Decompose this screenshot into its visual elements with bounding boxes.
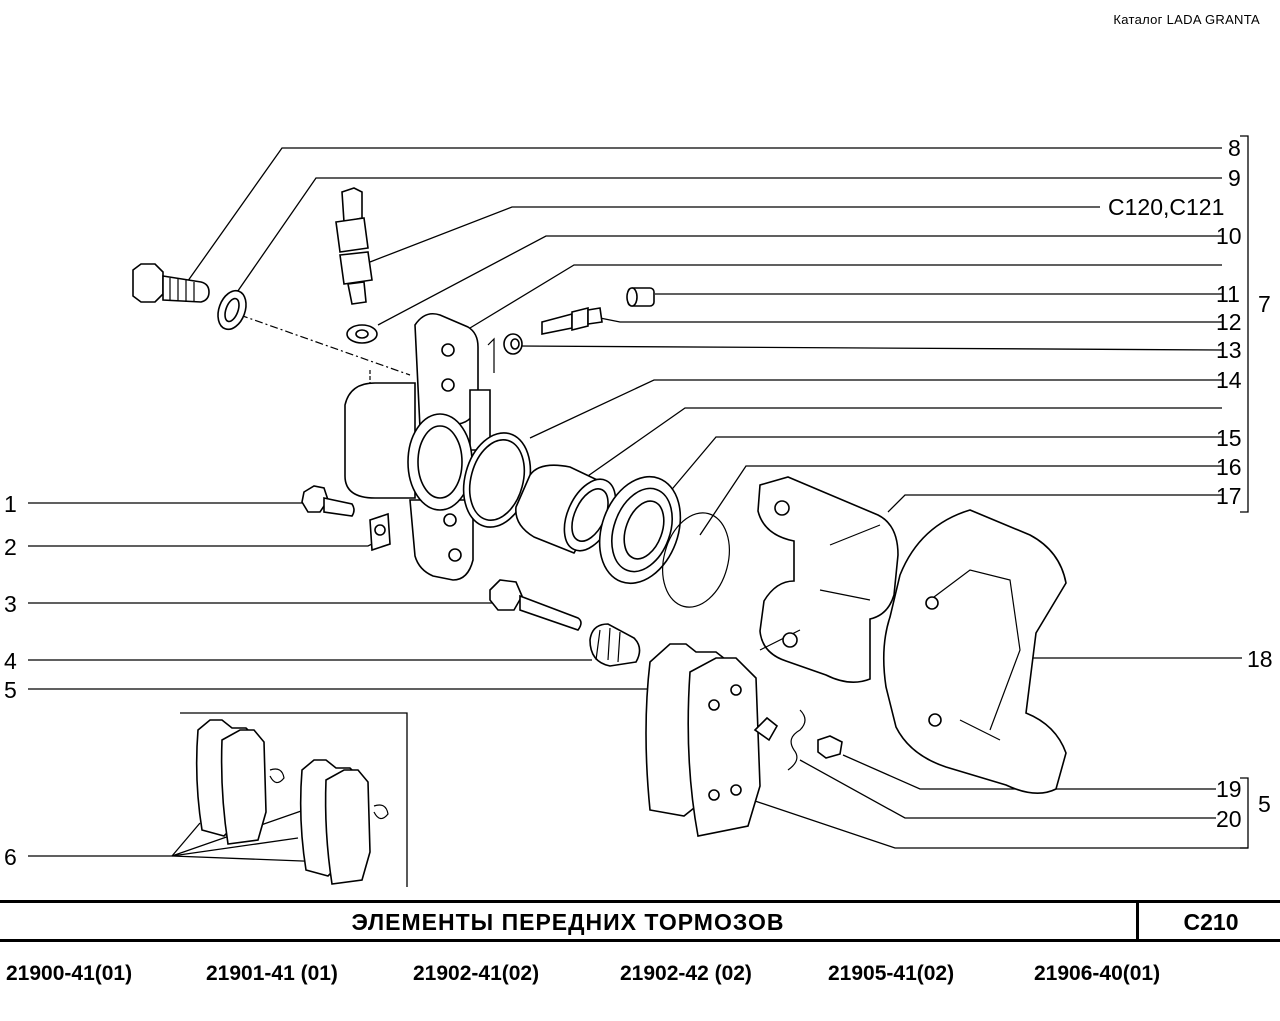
part-14-seal-ring	[462, 432, 532, 528]
model-code: 21906-40(01)	[1034, 962, 1161, 985]
part-12-bleeder	[541, 306, 603, 335]
part-8-bolt	[132, 263, 210, 303]
label-20: 20	[1216, 806, 1242, 832]
label-6: 6	[4, 844, 17, 870]
part-9-washer	[217, 289, 247, 331]
part-17-ring	[662, 512, 730, 608]
label-4: 4	[4, 648, 17, 674]
label-19: 19	[1216, 776, 1242, 802]
label-18: 18	[1247, 646, 1273, 672]
part-1-bolt	[301, 485, 355, 517]
label-10: 10	[1216, 223, 1242, 249]
part-20-spring	[787, 709, 806, 771]
model-code: 21902-41(02)	[413, 962, 540, 985]
model-code: 21901-41 (01)	[206, 962, 338, 985]
part-18-anchor-frame	[882, 509, 1067, 794]
label-17: 17	[1216, 483, 1242, 509]
brake-exploded-diagram: 8 9 C120,C121 10 11 12 13 14 15 16 17 7 …	[4, 135, 1273, 887]
model-code: 21900-41(01)	[6, 962, 133, 985]
label-5-right: 5	[1258, 791, 1271, 817]
label-13: 13	[1216, 337, 1242, 363]
label-5: 5	[4, 677, 17, 703]
catalog-title: Каталог LADA GRANTA	[1113, 12, 1260, 27]
caliper-guide-bracket	[757, 476, 899, 683]
label-8: 8	[1228, 135, 1241, 161]
title-bar: ЭЛЕМЕНТЫ ПЕРЕДНИХ ТОРМОЗОВ C210	[0, 900, 1280, 942]
label-15: 15	[1216, 425, 1242, 451]
page-title: ЭЛЕМЕНТЫ ПЕРЕДНИХ ТОРМОЗОВ	[351, 909, 785, 935]
inset-pads	[195, 719, 389, 885]
label-1: 1	[4, 491, 17, 517]
part-5-pads	[645, 643, 779, 837]
label-14: 14	[1216, 367, 1242, 393]
page-code: C210	[1136, 903, 1280, 939]
model-code: 21902-42 (02)	[620, 962, 752, 985]
part-4-pin-boot	[589, 623, 641, 667]
part-11-cap	[626, 287, 655, 307]
label-11: 11	[1216, 281, 1240, 307]
brake-hose-fitting	[335, 187, 373, 305]
model-code: 21905-41(02)	[828, 962, 955, 985]
label-7: 7	[1258, 291, 1271, 317]
inset-frame	[180, 712, 408, 887]
part-2-plate	[369, 512, 391, 552]
label-3: 3	[4, 591, 17, 617]
callout-labels: 8 9 C120,C121 10 11 12 13 14 15 16 17 7 …	[4, 135, 1273, 870]
caliper-body	[344, 312, 495, 581]
label-2: 2	[4, 534, 17, 560]
label-16: 16	[1216, 454, 1242, 480]
leader-lines	[28, 135, 1249, 863]
label-c120: C120,C121	[1108, 194, 1224, 220]
label-12: 12	[1216, 309, 1242, 335]
label-9: 9	[1228, 165, 1241, 191]
part-19-bolt	[817, 735, 843, 759]
model-list: 21900-41(01) 21901-41 (01) 21902-41(02) …	[0, 962, 1280, 998]
part-10-washer	[346, 324, 378, 344]
part-3-guide-pin	[489, 579, 582, 631]
part-13-cap	[503, 333, 523, 355]
part-16-boot	[598, 475, 682, 585]
